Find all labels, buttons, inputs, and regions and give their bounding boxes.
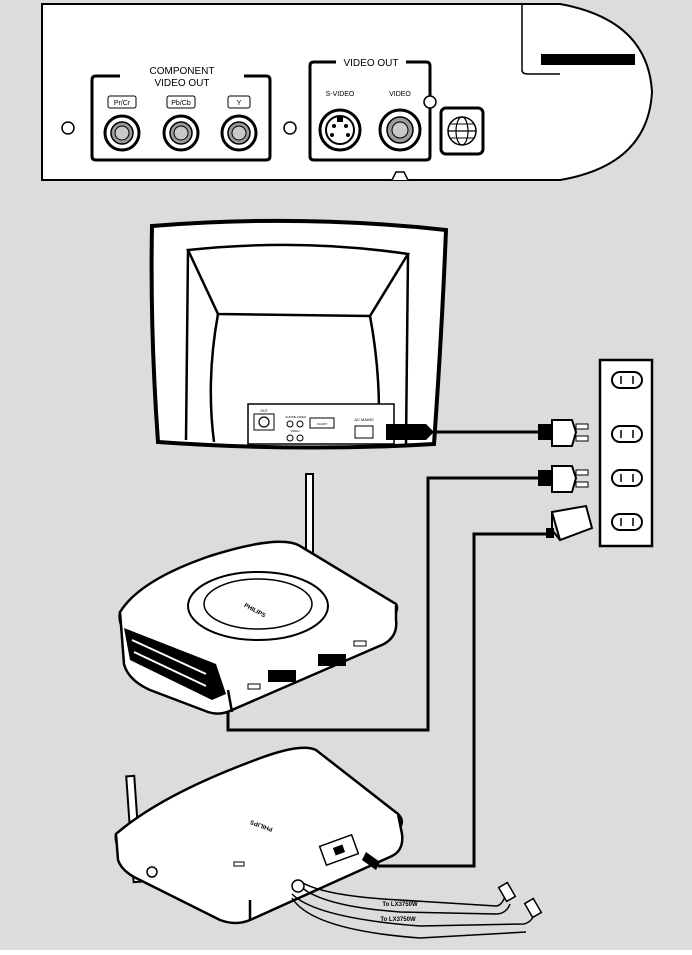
tv-ac-socket: [355, 426, 373, 438]
tv-video-port-1: [297, 421, 303, 427]
tv-port-label-5: SCART: [317, 422, 327, 426]
station-antenna: [306, 474, 313, 556]
screw-middle: [284, 122, 296, 134]
indicator-led: [424, 96, 436, 108]
component-group-title-2: VIDEO OUT: [154, 78, 209, 89]
tv-audio-port-2: [287, 435, 293, 441]
tv-port-label-4: VIDEO: [290, 429, 300, 433]
screw-left: [62, 122, 74, 134]
station-side-slot: [248, 684, 260, 689]
svideo-jack: [320, 110, 360, 150]
video-label: VIDEO: [389, 91, 411, 98]
component-group-title-1: COMPONENT: [150, 66, 215, 77]
tv-rear: OUT AUDIO S-VIDEO VIDEO SCART AC MAINS: [152, 221, 446, 448]
jack-pr: [105, 116, 139, 150]
rear-panel: COMPONENT VIDEO OUT Pr/Cr Pb/Cb Y VIDEO …: [42, 4, 652, 180]
globe-icon: [441, 108, 483, 154]
jack-pb: [164, 116, 198, 150]
station-disc-inner: [204, 579, 312, 629]
station-vents-left: [268, 670, 296, 682]
outlet-3: [612, 470, 642, 486]
cable-label-1: To LX3750W: [382, 902, 418, 908]
tv-video-port-2: [297, 435, 303, 441]
jack-y-label: Y: [237, 100, 242, 107]
jack-pb-label: Pb/Cb: [171, 100, 191, 107]
svideo-label: S-VIDEO: [326, 91, 355, 98]
power-strip: [600, 360, 652, 546]
cable-label-2: To LX3750W: [380, 917, 416, 923]
tv-port-label-3: S-VIDEO: [294, 415, 307, 419]
tv-ac-mains-label: AC MAINS: [354, 417, 374, 422]
video-group-title: VIDEO OUT: [343, 58, 398, 69]
outlet-2: [612, 426, 642, 442]
tv-rear-housing: [188, 245, 408, 316]
outlet-1: [612, 372, 642, 388]
cable-grommet: [292, 880, 304, 892]
receiver-antenna-base: [147, 867, 157, 877]
jack-pr-label: Pr/Cr: [114, 100, 131, 107]
station-vents-right: [318, 654, 346, 666]
tv-power-plug: [386, 424, 434, 440]
station-led: [354, 641, 366, 646]
jack-y: [222, 116, 256, 150]
outlet-4: [612, 514, 642, 530]
panel-black-bar: [541, 54, 635, 65]
tv-port-label-1: OUT: [260, 409, 268, 413]
tv-audio-port-1: [287, 421, 293, 427]
video-jack: [380, 110, 420, 150]
receiver-led: [234, 862, 244, 866]
